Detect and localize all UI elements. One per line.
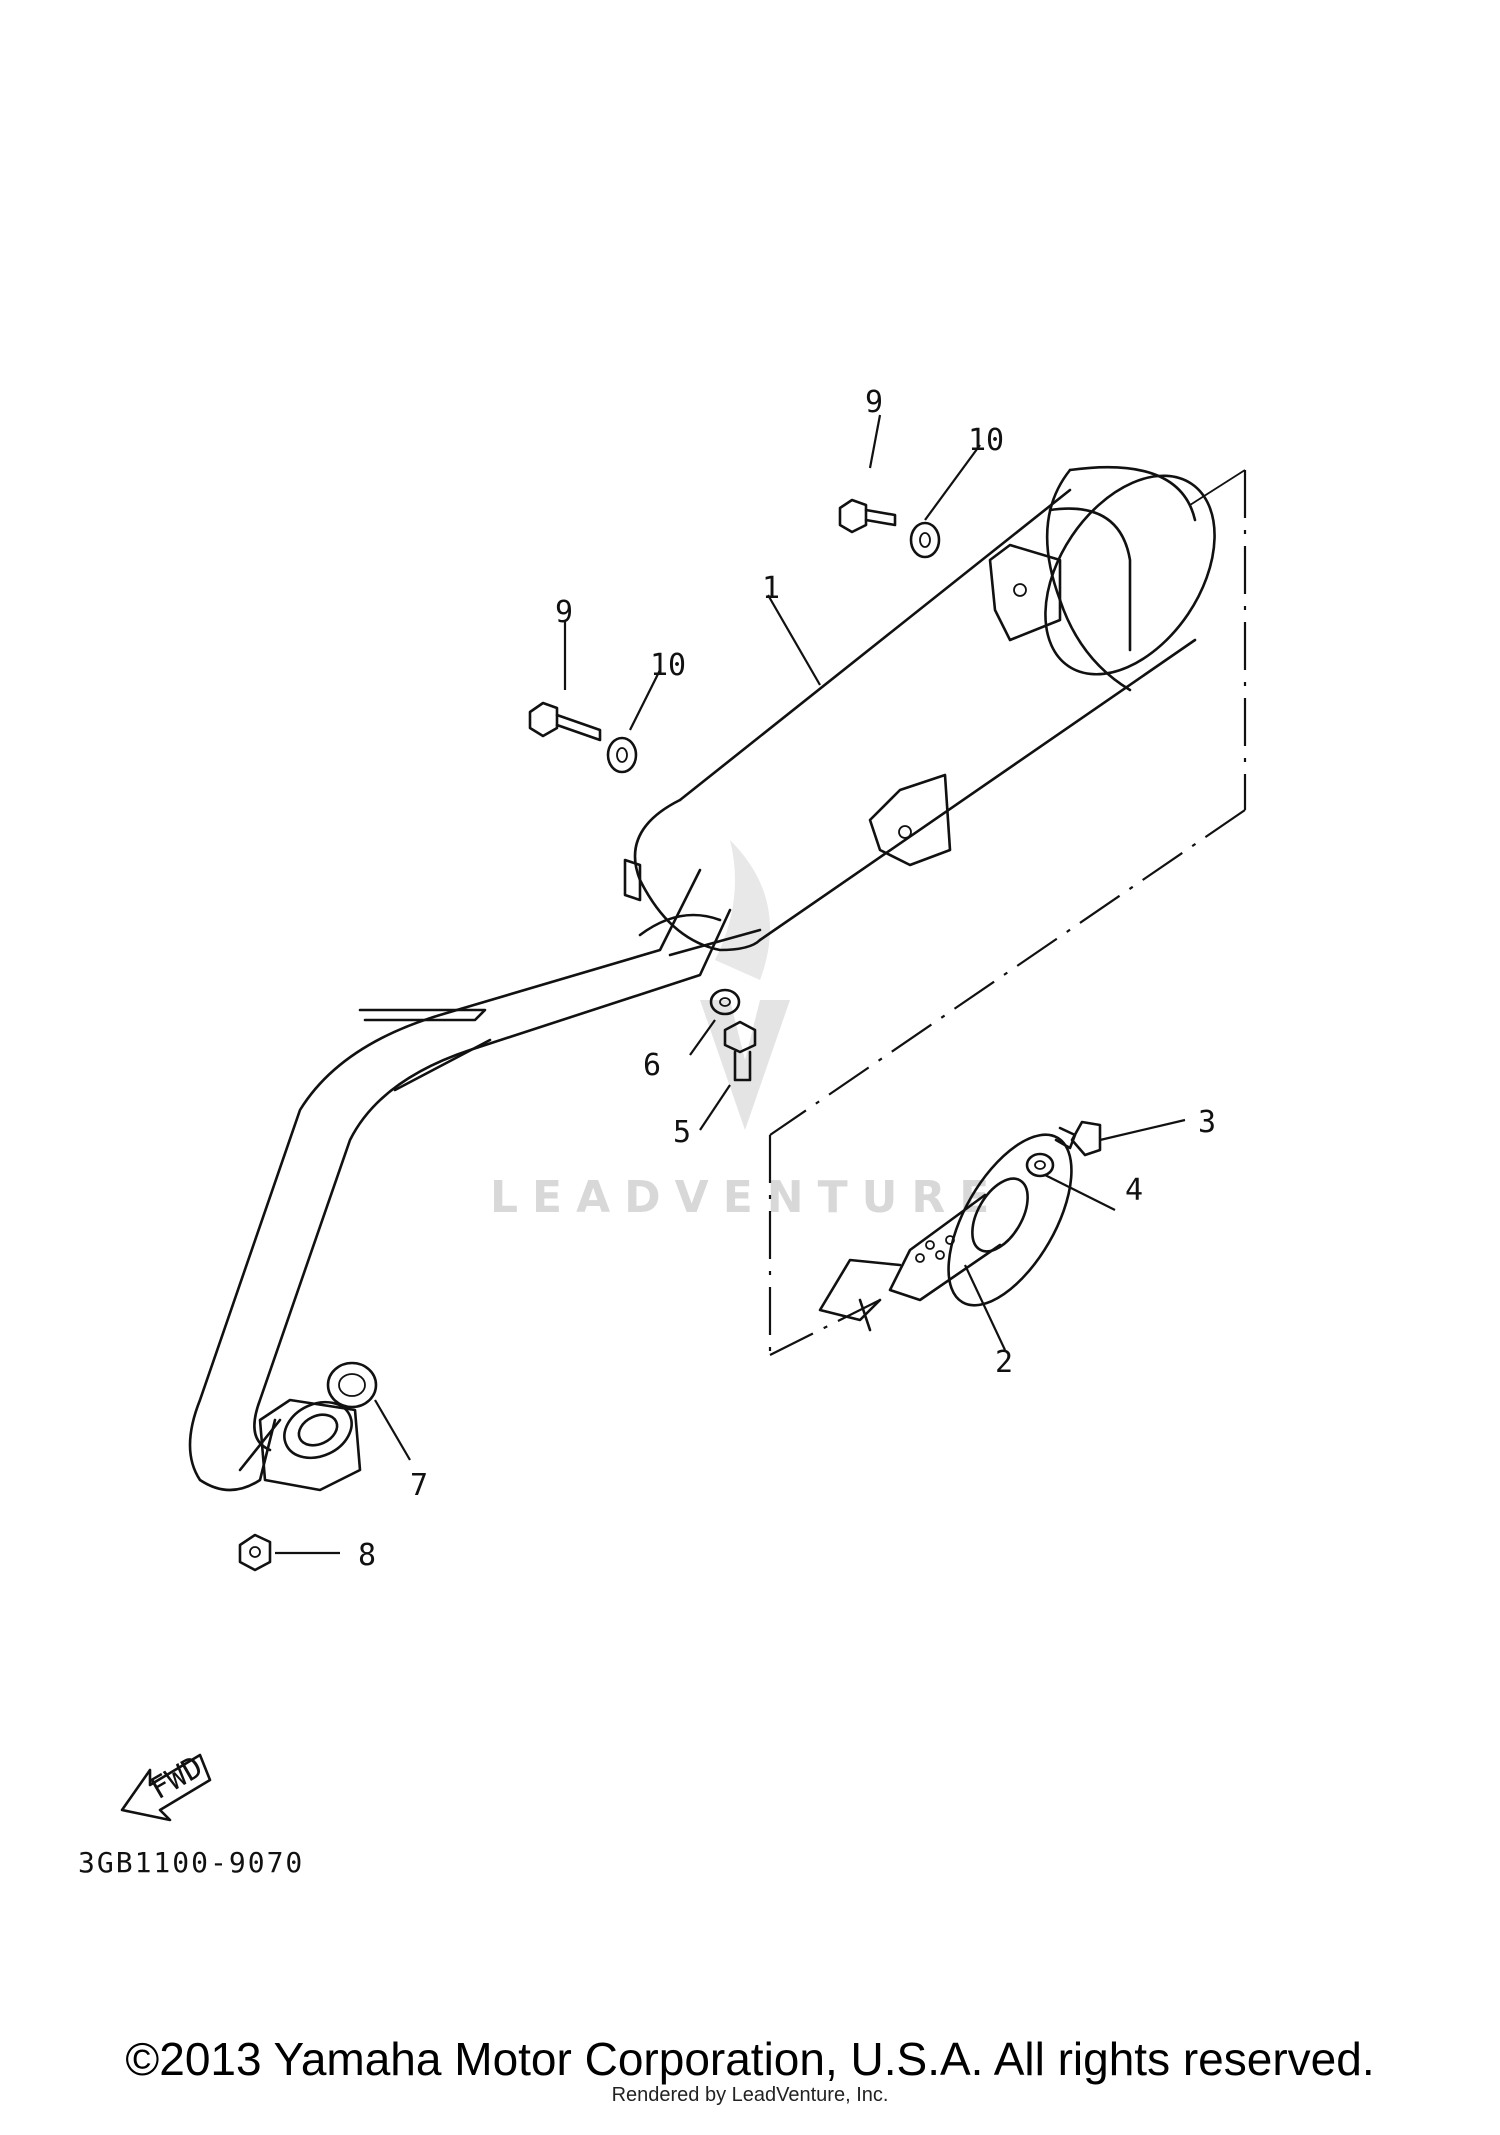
- callout-9-left: 9: [555, 595, 573, 630]
- callout-2: 2: [995, 1345, 1013, 1380]
- washer-left: [606, 736, 638, 774]
- callout-1: 1: [762, 571, 780, 606]
- washer-6: [709, 988, 741, 1016]
- leader-lines: [275, 414, 1186, 1555]
- gasket: [326, 1361, 378, 1409]
- callout-10-left: 10: [650, 648, 686, 683]
- callout-4: 4: [1125, 1173, 1143, 1208]
- muffler: [623, 465, 1216, 952]
- washer-4: [1025, 1152, 1055, 1178]
- screw-3: [1054, 1120, 1102, 1157]
- watermark-text: LEADVENTURE: [490, 1172, 1003, 1223]
- callout-10-top: 10: [968, 423, 1004, 458]
- callout-9-top: 9: [865, 385, 883, 420]
- callout-7: 7: [410, 1468, 428, 1503]
- bolt-5: [723, 1020, 757, 1082]
- bolt-left: [528, 701, 602, 742]
- callout-3: 3: [1198, 1105, 1216, 1140]
- fwd-arrow-icon: FWD: [120, 1750, 212, 1822]
- assembly-lines: [768, 470, 1247, 1356]
- callout-8: 8: [358, 1538, 376, 1573]
- fwd-label: FWD: [145, 1750, 209, 1807]
- copyright-notice: ©2013 Yamaha Motor Corporation, U.S.A. A…: [125, 2033, 1375, 2085]
- callout-6: 6: [643, 1048, 661, 1083]
- callout-5: 5: [673, 1115, 691, 1150]
- exhaust-flange: [258, 1398, 362, 1492]
- callout-labels: 1 2 3 4 5 6 7 8 9 9 10 10: [358, 385, 1216, 1573]
- bolt-top: [838, 498, 897, 534]
- exhaust-pipe: [188, 868, 762, 1492]
- washer-top: [909, 521, 941, 559]
- rendered-by: Rendered by LeadVenture, Inc.: [611, 2084, 889, 2106]
- diagram-code: 3GB1100-9070: [78, 1846, 304, 1879]
- bracket-line-top: [1189, 469, 1246, 506]
- nut: [238, 1533, 272, 1572]
- watermark: LEADVENTURE: [490, 840, 1003, 1223]
- spark-arrester: [818, 1133, 1073, 1332]
